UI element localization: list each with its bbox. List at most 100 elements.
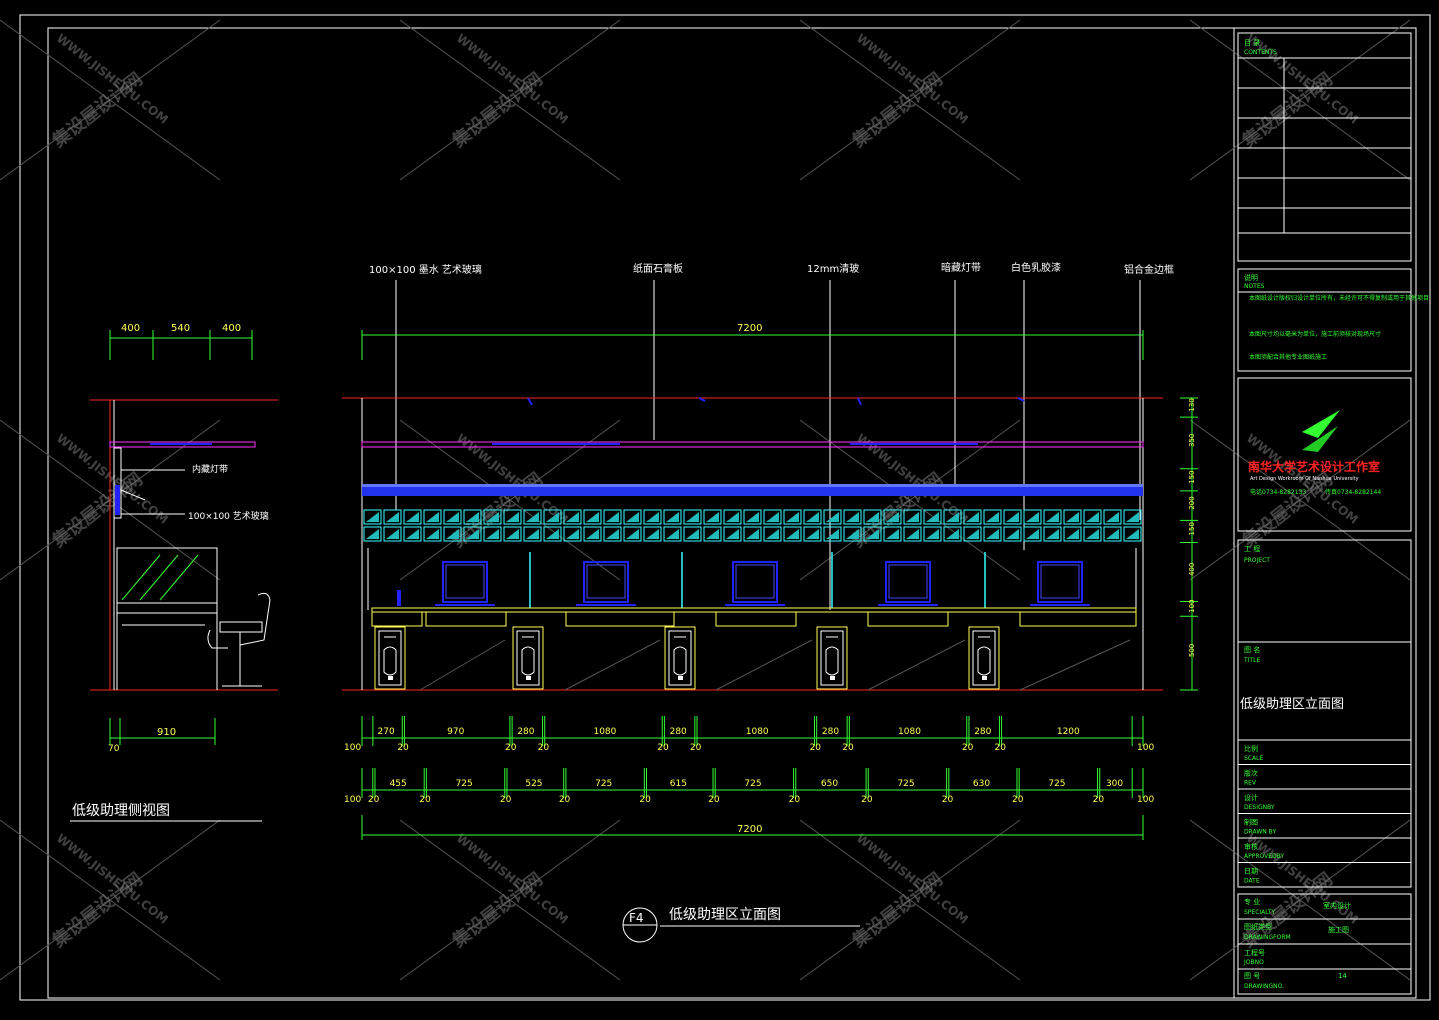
glass-block — [783, 526, 802, 542]
watermark-cross — [799, 19, 1021, 181]
glass-block-shade — [1126, 512, 1139, 522]
dim-value: 1080 — [898, 727, 921, 737]
glass-block-shade — [386, 512, 399, 522]
desk-drawer — [867, 611, 949, 627]
dim-value: 20 — [500, 795, 512, 805]
glass-block — [903, 509, 922, 525]
field-en: REV — [1244, 780, 1257, 787]
glass-block-shade — [1126, 529, 1139, 539]
overall-top-dim: 7200 — [737, 323, 762, 334]
desk-panel-hatch — [419, 639, 506, 691]
dim-value: 100 — [1137, 743, 1154, 753]
watermark-cross — [1189, 819, 1411, 981]
side-top-dim-2: 540 — [171, 323, 190, 334]
notes-en: NOTES — [1244, 283, 1265, 290]
glass-block — [483, 526, 502, 542]
right-dim-value: 130 — [1188, 398, 1196, 411]
glass-block-shade — [606, 512, 619, 522]
watermark-en: WWW.JISHEWU.COM — [454, 431, 571, 527]
glass-block — [383, 509, 402, 525]
pc-tower — [512, 626, 544, 690]
glass-block-shade — [566, 529, 579, 539]
pc-tower-face — [516, 630, 540, 686]
glass-block — [503, 509, 522, 525]
desk-drawer — [1019, 611, 1137, 627]
glass-block — [443, 526, 462, 542]
dim-value: 20 — [639, 795, 651, 805]
firm-phone: 电话0734-8282133 — [1250, 488, 1306, 496]
dim-value: 20 — [397, 743, 409, 753]
firm-logo-icon — [1302, 410, 1340, 452]
glass-block-shade — [386, 529, 399, 539]
callout-art-glass: 100×100 墨水 艺术玻璃 — [369, 263, 482, 276]
glass-block-shade — [766, 529, 779, 539]
glass-block-shade — [526, 512, 539, 522]
glass-block — [1083, 526, 1102, 542]
glass-block — [503, 526, 522, 542]
elevation-title: 低级助理区立面图 — [669, 907, 781, 923]
glass-block — [403, 509, 422, 525]
glass-block-shade — [946, 529, 959, 539]
outer-border — [19, 14, 1431, 1001]
glass-block-shade — [686, 529, 699, 539]
dim-value: 280 — [974, 727, 991, 737]
glass-block — [983, 526, 1002, 542]
glass-block-shade — [546, 529, 559, 539]
watermark-en: WWW.JISHEWU.COM — [54, 431, 171, 527]
dim-value: 20 — [419, 795, 431, 805]
watermark-cn: 集设屋设计网 — [847, 68, 946, 152]
form-en: DRAWINGFORM — [1244, 934, 1291, 941]
glass-block-shade — [466, 529, 479, 539]
pc-power-button — [526, 676, 531, 680]
specialty-en: SPECIALTY — [1244, 909, 1275, 916]
dim-value: 615 — [670, 779, 687, 789]
note-2: 本图尺寸均以毫米为单位，施工前须核对现场尺寸 — [1249, 330, 1381, 338]
glass-block-shade — [1026, 529, 1039, 539]
dim-value: 20 — [995, 743, 1007, 753]
watermark-en: WWW.JISHEWU.COM — [54, 831, 171, 927]
glass-block-shade — [1006, 512, 1019, 522]
right-dim-value: 400 — [1188, 563, 1196, 576]
glass-block-shade — [846, 512, 859, 522]
callout-clear-glass: 12mm清玻 — [807, 262, 859, 275]
glass-block-shade — [586, 529, 599, 539]
glass-block-shade — [446, 512, 459, 522]
dim-value: 280 — [670, 727, 687, 737]
watermark-cn: 集设屋设计网 — [847, 868, 946, 952]
dim-value: 20 — [690, 743, 702, 753]
desk-top — [371, 607, 1137, 613]
glass-block — [523, 526, 542, 542]
dim-value: 725 — [456, 779, 473, 789]
desk-drawer — [715, 611, 797, 627]
glass-block-shade — [906, 529, 919, 539]
glass-block-shade — [806, 529, 819, 539]
watermark-cross — [1189, 419, 1411, 581]
dim-value: 1200 — [1057, 727, 1080, 737]
contents-cn: 目 录 — [1244, 39, 1260, 47]
callout-light-strip: 暗藏灯带 — [941, 261, 981, 274]
glass-block-shade — [766, 512, 779, 522]
glass-block — [1043, 509, 1062, 525]
pc-power-button — [678, 676, 683, 680]
computer-towers — [374, 626, 1000, 690]
specialty-value: 室内设计 — [1323, 901, 1351, 910]
glass-block — [823, 526, 842, 542]
glass-block — [1063, 526, 1082, 542]
monitor-screen — [735, 564, 775, 599]
watermark-cn: 集设屋设计网 — [47, 68, 146, 152]
glass-block-shade — [606, 529, 619, 539]
title-cn: 图 名 — [1244, 645, 1260, 654]
glass-block-shade — [426, 512, 439, 522]
firm-logo-box — [1237, 377, 1412, 532]
glass-block-shade — [1066, 512, 1079, 522]
project-box — [1237, 539, 1412, 888]
drawno-value: 14 — [1338, 972, 1347, 980]
watermark-en: WWW.JISHEWU.COM — [854, 831, 971, 927]
right-dim-value: 200 — [1188, 496, 1196, 509]
form-value: 施工图 — [1328, 925, 1349, 934]
glass-block-shade — [406, 529, 419, 539]
glass-block — [723, 509, 742, 525]
field-en: SCALE — [1244, 755, 1263, 762]
pc-vent — [521, 646, 535, 676]
glass-block-shade — [526, 529, 539, 539]
